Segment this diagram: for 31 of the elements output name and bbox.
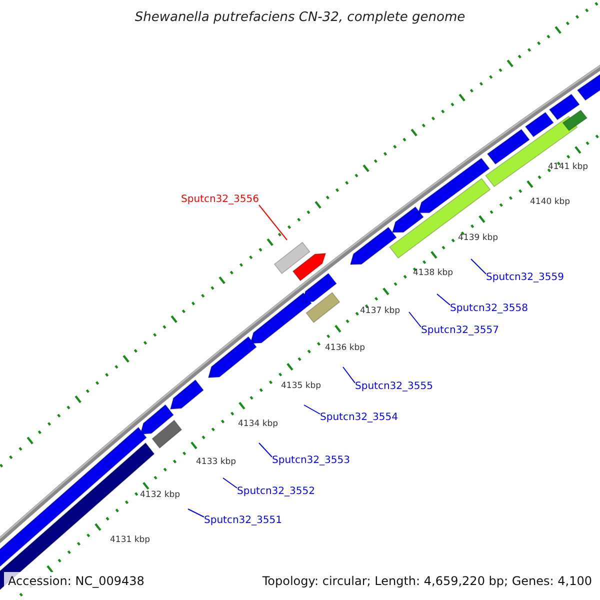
scale-label: 4139 kbp <box>458 233 498 243</box>
scale-label: 4138 kbp <box>413 268 454 278</box>
gene-label: Sputcn32_3551 <box>204 515 282 526</box>
gene-label: Sputcn32_3555 <box>355 381 433 392</box>
scale-label: 4135 kbp <box>281 381 322 391</box>
leader-line <box>188 508 204 518</box>
scale-label: 4140 kbp <box>530 197 570 207</box>
scale-label: 4131 kbp <box>110 535 150 545</box>
leader-line <box>222 478 238 488</box>
gene-label: Sputcn32_3553 <box>272 455 350 466</box>
gene-label: Sputcn32_3559 <box>486 272 564 283</box>
scale-label: 4134 kbp <box>238 419 278 429</box>
scale-label: 4137 kbp <box>360 306 400 316</box>
leader-line <box>470 258 486 274</box>
scale-label: 4133 kbp <box>196 457 236 467</box>
gene-label: Sputcn32_3557 <box>421 325 499 336</box>
genome-info: Topology: circular; Length: 4,659,220 bp; Genes: 4,100 <box>262 574 592 588</box>
leader-line <box>258 442 272 458</box>
scale-label: 4141 kbp <box>548 162 588 172</box>
scale-label: 4132 kbp <box>140 490 180 500</box>
title: Shewanella putrefaciens CN-32, complete genome <box>134 10 466 25</box>
gene-label: Sputcn32_3552 <box>237 486 315 497</box>
leader-line <box>436 294 450 306</box>
leader-line <box>258 204 288 240</box>
scale-label: 4136 kbp <box>325 343 366 353</box>
gene-label: Sputcn32_3556 <box>181 194 259 205</box>
leader-line <box>304 404 320 414</box>
leader-line <box>408 312 422 328</box>
leader-line <box>342 366 356 384</box>
gene-label: Sputcn32_3554 <box>320 412 398 423</box>
gene-label: Sputcn32_3558 <box>450 303 528 314</box>
